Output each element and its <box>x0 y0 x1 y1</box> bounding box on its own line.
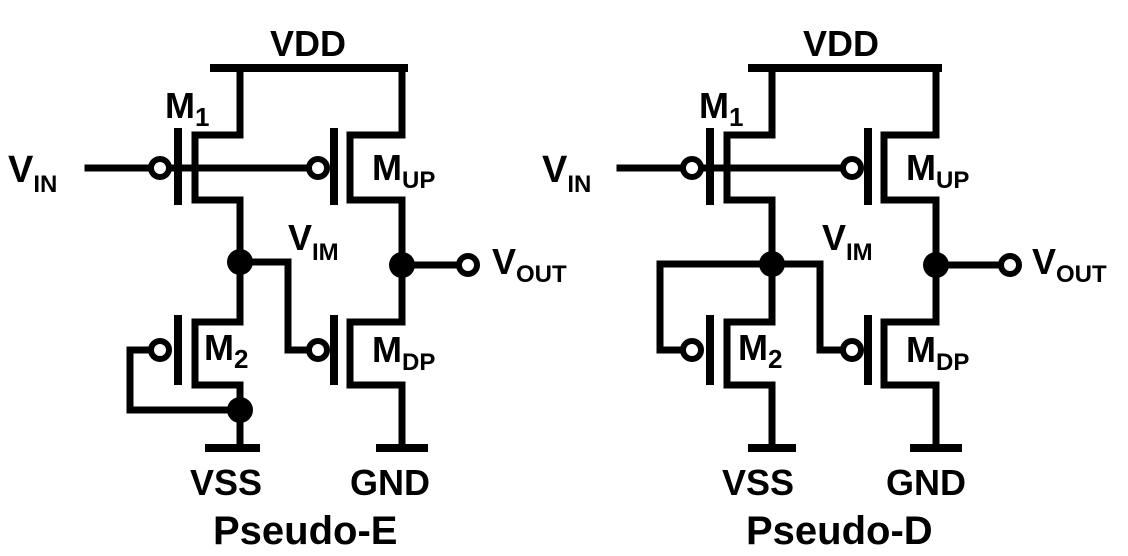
mup-channel-wire <box>346 64 406 266</box>
vdd-label: VDD <box>803 23 879 64</box>
pseudo-e-caption: Pseudo-E <box>213 509 397 553</box>
vdd-label: VDD <box>270 23 346 64</box>
mup-channel-wire <box>880 64 940 266</box>
pseudo-d-circuit: VDD M1 MUP VIN VIM VOUT M2 MDP VSS GND P… <box>542 23 1107 553</box>
vim-label: VIM <box>822 217 873 266</box>
vout-node <box>389 252 415 278</box>
m2-gate-bubble <box>680 338 704 362</box>
mdp-gate-bubble <box>306 338 330 362</box>
vss-node <box>227 397 253 423</box>
mup-label: MUP <box>906 147 969 194</box>
mdp-label: MDP <box>372 329 435 376</box>
vim-wire <box>768 260 844 354</box>
m1-gate-bubble <box>148 156 172 180</box>
vout-label: VOUT <box>492 241 567 288</box>
vim-node <box>227 249 253 275</box>
m2-gate-tie-wire <box>126 346 244 414</box>
m2-channel-wire <box>723 260 776 452</box>
m2-gate-tie-wire <box>656 260 776 354</box>
vss-label: VSS <box>722 462 794 503</box>
m2-channel-wire <box>191 258 244 452</box>
vout-node <box>923 252 949 278</box>
mup-gate-bubble <box>306 156 330 180</box>
mup-label: MUP <box>372 147 435 194</box>
gnd-label: GND <box>350 462 430 503</box>
pseudo-d-caption: Pseudo-D <box>746 509 933 553</box>
mdp-channel-wire <box>880 258 940 452</box>
m2-gate-bubble <box>148 338 172 362</box>
mdp-gate-bubble <box>840 338 864 362</box>
vin-label: VIN <box>542 149 591 198</box>
mdp-label: MDP <box>906 329 969 376</box>
m1-label: M1 <box>699 85 743 132</box>
m2-label: M2 <box>738 327 782 374</box>
vim-wire <box>236 258 310 354</box>
m2-label: M2 <box>204 327 248 374</box>
gnd-label: GND <box>886 462 966 503</box>
vss-label: VSS <box>190 462 262 503</box>
m1-label: M1 <box>165 85 209 132</box>
mdp-channel-wire <box>346 258 406 452</box>
pseudo-e-circuit: VDD M1 MUP VIN VIM VOUT M2 MDP VSS GND P… <box>8 23 567 553</box>
vin-label: VIN <box>8 149 57 198</box>
vout-terminal <box>456 253 480 277</box>
vim-label: VIM <box>288 217 339 266</box>
m1-gate-bubble <box>680 156 704 180</box>
vim-node <box>759 251 785 277</box>
mup-gate-bubble <box>840 156 864 180</box>
vout-label: VOUT <box>1032 241 1107 288</box>
vout-terminal <box>998 253 1022 277</box>
